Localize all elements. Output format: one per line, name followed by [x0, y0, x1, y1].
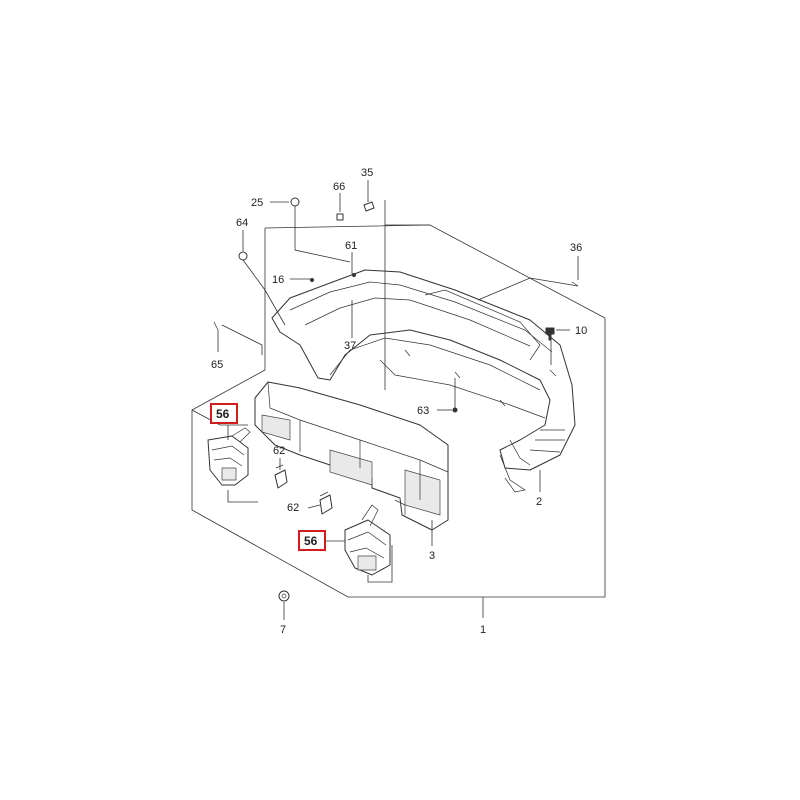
fastener-36	[571, 281, 579, 287]
assembly-frame	[191, 224, 606, 618]
callout-35: 35	[361, 167, 373, 179]
callout-3: 3	[429, 550, 435, 562]
callout-7: 7	[280, 624, 286, 636]
callout-61: 61	[345, 240, 357, 252]
bumper-absorber	[254, 381, 449, 531]
fastener-25	[290, 197, 300, 214]
callout-25: 25	[251, 197, 263, 209]
callout-16: 16	[272, 274, 284, 286]
callout-65: 65	[211, 359, 223, 371]
callout-36: 36	[570, 242, 582, 254]
callout-62-lower: 62	[287, 502, 299, 514]
callout-64: 64	[236, 217, 248, 229]
bracket-right	[344, 504, 393, 583]
callout-1: 1	[480, 624, 486, 636]
callout-2: 2	[536, 496, 542, 508]
clip-62-lower	[319, 491, 333, 515]
callout-labels: 25 66 35 64 61 36 16 10 37 65 63 62 62 2…	[211, 167, 587, 636]
fastener-16	[310, 278, 314, 282]
fastener-35	[363, 201, 375, 212]
nut-7	[278, 590, 290, 602]
callout-56-upper: 56	[216, 407, 230, 421]
callout-56-lower: 56	[304, 534, 318, 548]
fastener-61	[352, 273, 356, 277]
highlighted-callout-56-lower: 56	[298, 530, 326, 551]
callout-66: 66	[333, 181, 345, 193]
callout-10: 10	[575, 325, 587, 337]
bracket-left	[191, 409, 258, 503]
fastener-66	[336, 213, 344, 221]
highlighted-callout-56-upper: 56	[210, 403, 238, 424]
clip-62-upper	[274, 464, 288, 489]
bumper-cover	[271, 269, 576, 493]
leader-lines	[217, 180, 579, 620]
callout-63: 63	[417, 405, 429, 417]
fastener-65	[213, 321, 219, 331]
callout-37: 37	[344, 340, 356, 352]
callout-62-upper: 62	[273, 445, 285, 457]
fastener-64	[238, 251, 248, 261]
